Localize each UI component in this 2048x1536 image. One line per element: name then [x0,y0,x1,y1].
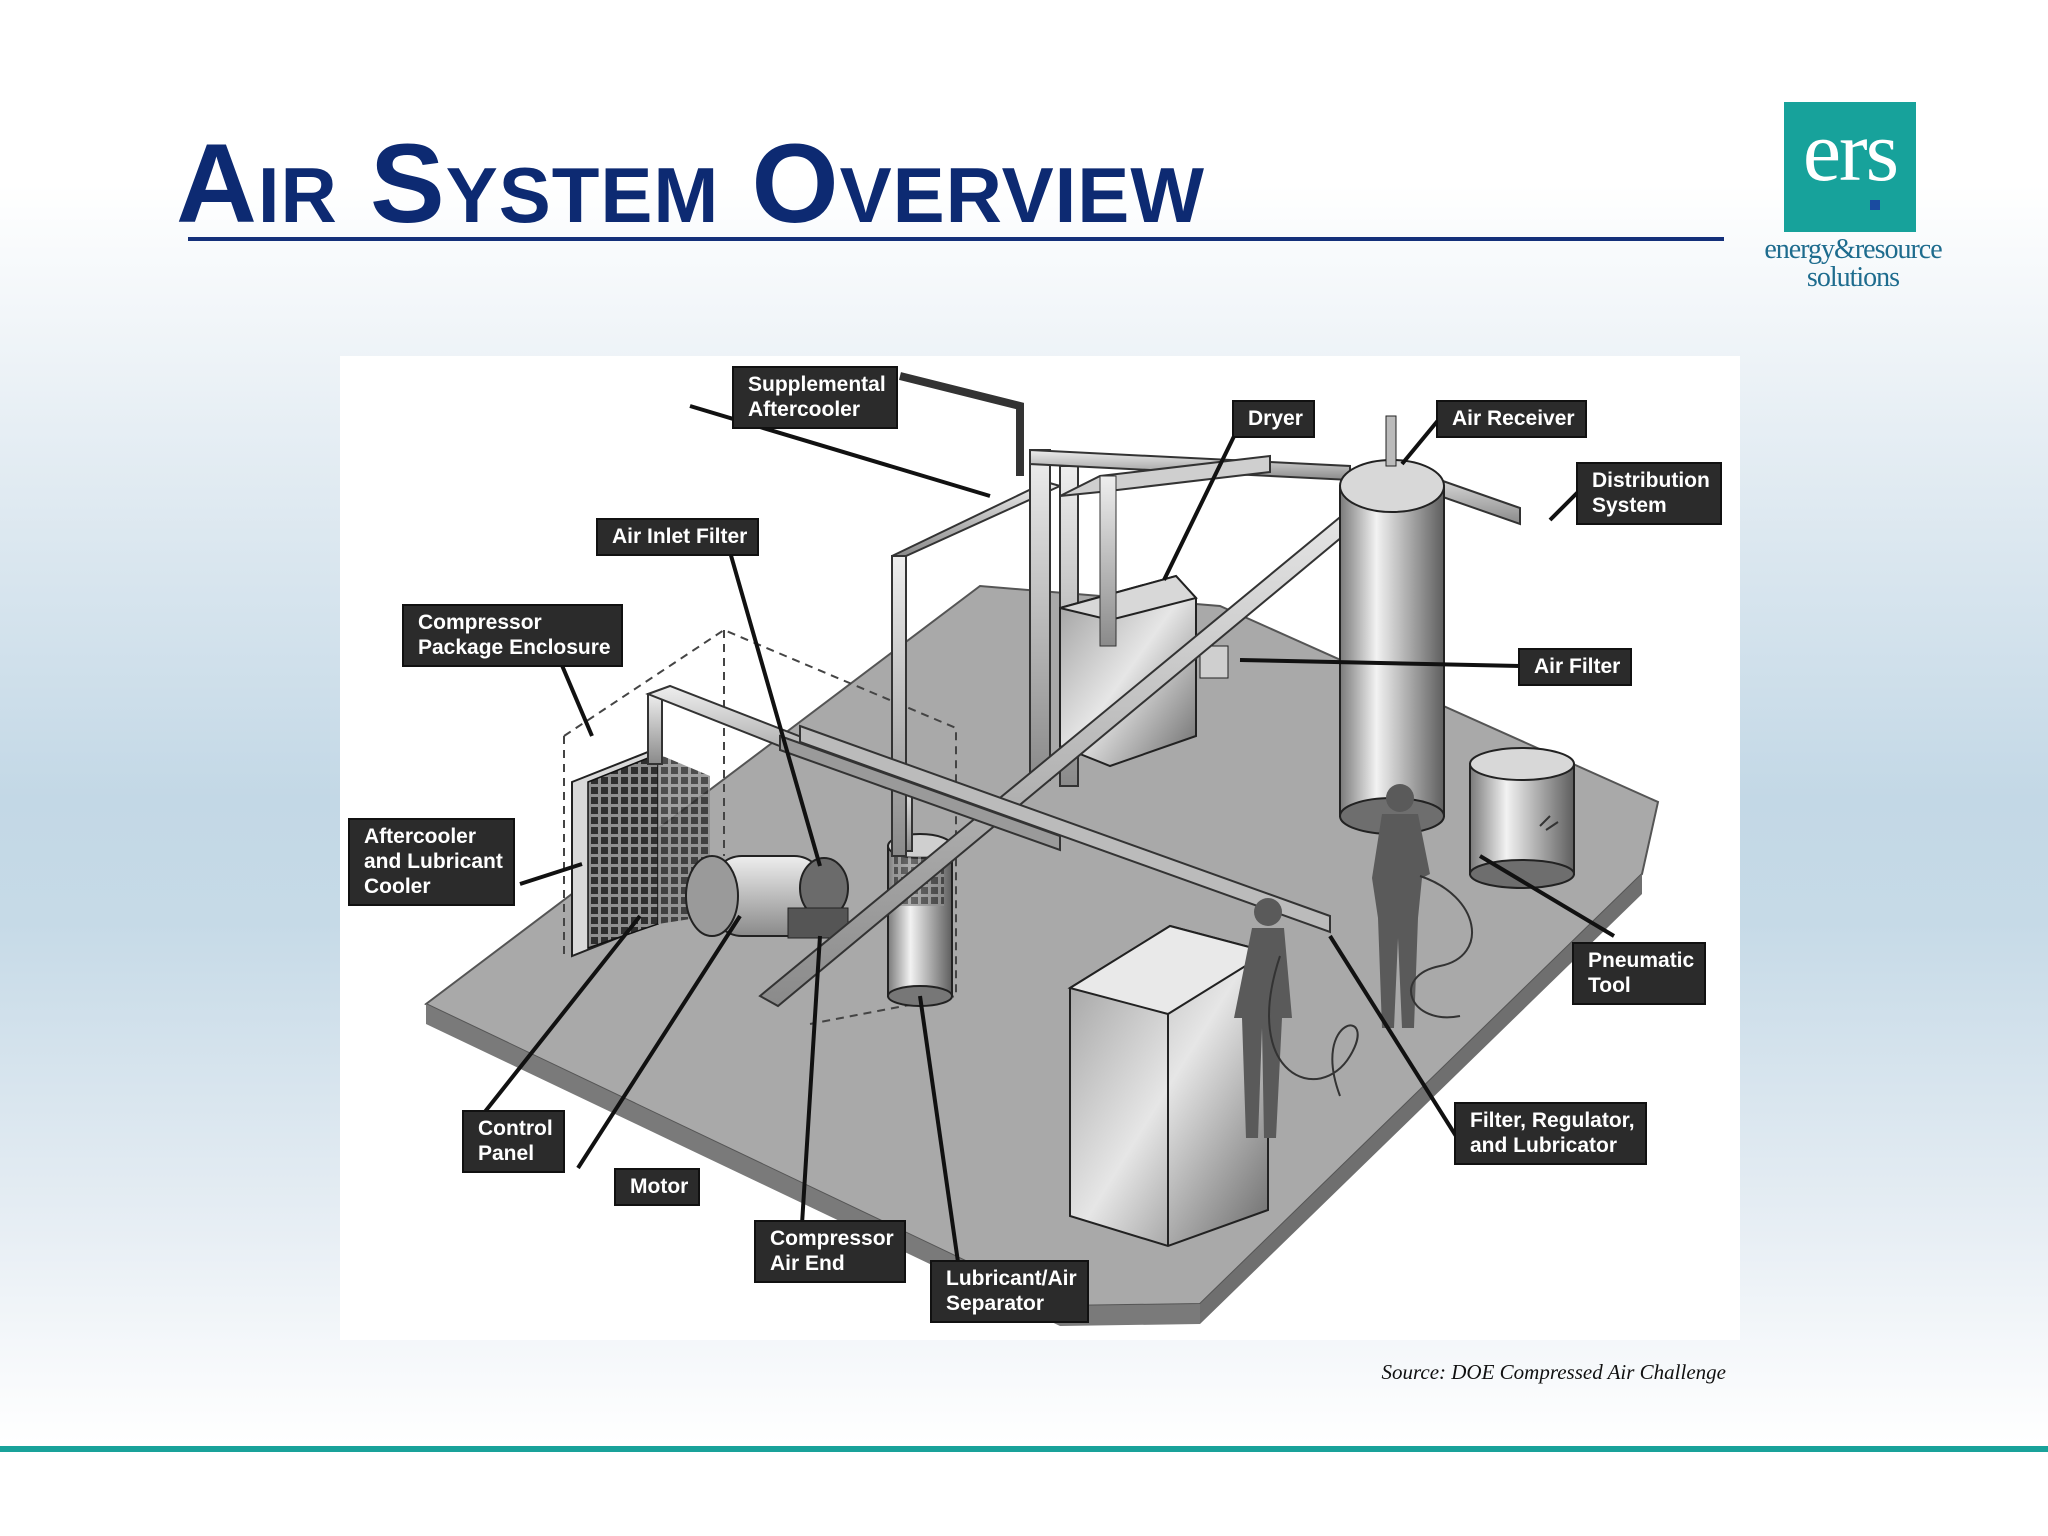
callout-control-panel: Control Panel [462,1110,565,1173]
callout-pneumatic-tool: Pneumatic Tool [1572,942,1707,1005]
callout-aftercooler-lubricant-cooler: Aftercooler and Lubricant Cooler [348,818,515,906]
logo-line-1: energy&resource [1764,234,1942,265]
worker-silhouettes [1234,784,1430,1138]
callout-supplemental-aftercooler: Supplemental Aftercooler [732,366,898,429]
source-citation: Source: DOE Compressed Air Challenge [1381,1360,1726,1384]
air-hoses [1268,815,1559,1097]
logo-dot [1870,200,1880,210]
logo-mark-text: ers [1802,103,1899,199]
callout-compressor-package-enclosure: Compressor Package Enclosure [402,604,623,667]
air-receiver-tank [1339,415,1445,835]
pneumatic-tool-tank [1469,747,1575,889]
logo-line-2: solutions [1806,262,1900,293]
callout-distribution-system: Distribution System [1576,462,1722,525]
air-system-diagram: Supplemental Aftercooler Dryer Air Recei… [340,356,1740,1340]
ers-logo: ers energy&resource solutions [1758,102,1948,302]
footer-rule [0,1446,2048,1452]
callout-air-receiver: Air Receiver [1436,400,1587,438]
callout-dryer: Dryer [1232,400,1315,438]
callout-compressor-air-end: Compressor Air End [754,1220,906,1283]
callout-motor: Motor [614,1168,701,1206]
callout-lubricant-air-separator: Lubricant/Air Separator [930,1260,1089,1323]
callout-air-filter: Air Filter [1518,648,1633,686]
logo-mark: ers [1784,102,1916,232]
dryer-unit [1059,475,1229,768]
diagram-illustration [424,372,1660,1326]
callout-air-inlet-filter: Air Inlet Filter [596,518,760,556]
page-title: Air System Overview [176,121,1205,246]
equipment-cabinet [1067,924,1271,1248]
motor-unit [685,855,849,939]
title-underline [188,237,1724,241]
callout-filter-regulator-lubricator: Filter, Regulator, and Lubricator [1454,1102,1647,1165]
